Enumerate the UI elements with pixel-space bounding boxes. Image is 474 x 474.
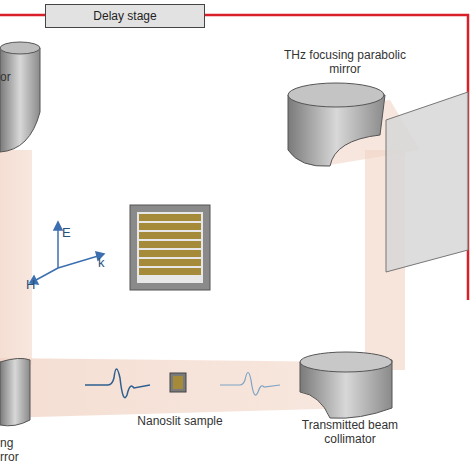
axis-h bbox=[36, 268, 58, 280]
thz-pulse bbox=[85, 369, 150, 398]
parabolic-mirror bbox=[0, 358, 30, 425]
mirror-top bbox=[288, 83, 384, 107]
slit-strip bbox=[139, 223, 201, 230]
slit-strip bbox=[139, 268, 201, 275]
part-label: THz focusing parabolic mirror bbox=[280, 48, 410, 76]
thz-beam bbox=[0, 150, 32, 365]
node-text: Delay stage bbox=[93, 9, 156, 23]
part-label: Nanoslit sample bbox=[120, 414, 240, 428]
slit-strip bbox=[139, 241, 201, 248]
mirror-top bbox=[300, 352, 392, 372]
parabolic-mirror bbox=[0, 44, 40, 152]
slit-strip bbox=[139, 259, 201, 266]
transmitted-pulse bbox=[220, 373, 280, 396]
field-axes bbox=[30, 222, 104, 284]
sample-frame bbox=[130, 205, 210, 290]
slit-strip bbox=[139, 214, 201, 221]
part-label: ng rror bbox=[0, 436, 30, 464]
part-label: or bbox=[0, 70, 40, 84]
part-label: Transmitted beam collimator bbox=[290, 418, 410, 446]
part-label: H bbox=[26, 278, 40, 292]
gold-slits bbox=[139, 214, 201, 275]
mirror-top bbox=[0, 42, 40, 54]
part-label: E bbox=[62, 226, 76, 240]
arrow-head bbox=[54, 222, 62, 230]
slit-strip bbox=[139, 250, 201, 257]
sample-face bbox=[137, 212, 203, 283]
slit-strip bbox=[139, 232, 201, 239]
part-label: k bbox=[98, 256, 112, 270]
probe-beam-line bbox=[0, 15, 468, 300]
sample-gold bbox=[173, 376, 183, 389]
axis-k bbox=[58, 256, 98, 268]
axis-e bbox=[57, 228, 59, 268]
delay-stage-box: Delay stage bbox=[45, 4, 205, 28]
flat-mirror bbox=[386, 92, 468, 272]
nanoslit-sample bbox=[170, 373, 186, 392]
